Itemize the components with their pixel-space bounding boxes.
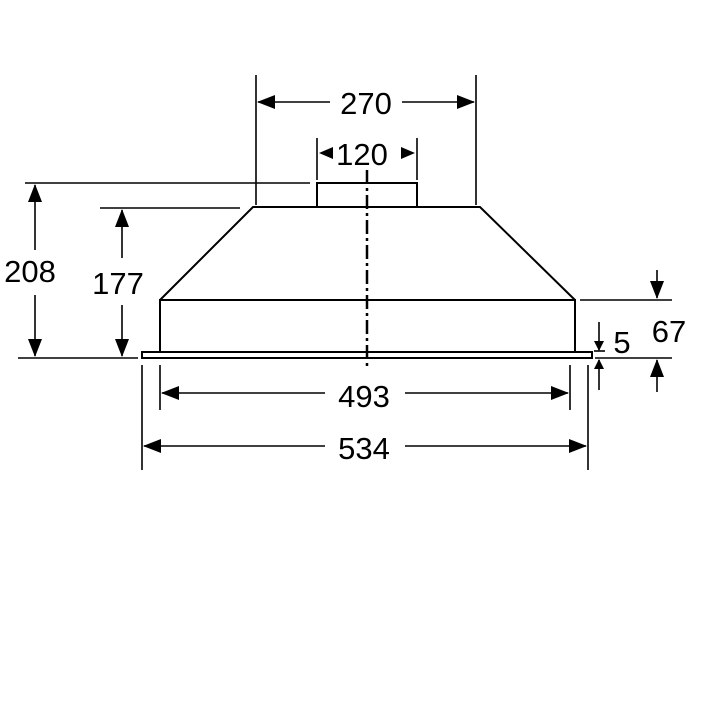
dimension-label-67: 67 bbox=[652, 314, 686, 349]
dimension-120: 120 bbox=[316, 137, 418, 180]
dimension-5: 5 bbox=[594, 322, 631, 390]
dimension-label-208: 208 bbox=[4, 254, 56, 289]
dimension-493: 493 bbox=[159, 365, 571, 414]
dimension-534: 534 bbox=[141, 365, 589, 470]
dimension-label-534: 534 bbox=[338, 431, 390, 466]
dimension-208: 208 bbox=[4, 182, 310, 359]
dimension-label-493: 493 bbox=[338, 379, 390, 414]
dimension-label-120: 120 bbox=[336, 137, 388, 172]
dimension-label-5: 5 bbox=[613, 325, 630, 360]
dimension-67: 67 bbox=[580, 270, 686, 392]
dimension-177: 177 bbox=[92, 207, 240, 357]
dimension-270: 270 bbox=[255, 75, 477, 205]
hood-outline bbox=[141, 170, 593, 366]
dimension-label-270: 270 bbox=[340, 86, 392, 121]
dimension-label-177: 177 bbox=[92, 266, 144, 301]
